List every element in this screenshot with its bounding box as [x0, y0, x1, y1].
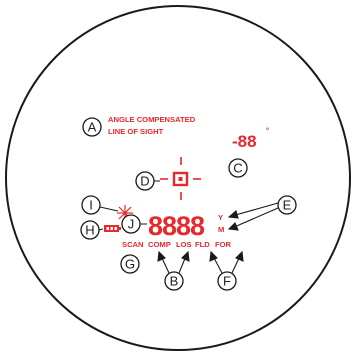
leader-arrows-f	[209, 250, 244, 274]
leader-arrows-e	[227, 202, 279, 231]
callout-letter-d: D	[140, 174, 149, 189]
viewfinder-circle	[5, 5, 351, 351]
leader-arrows-b	[157, 250, 190, 274]
callout-letter-h: H	[85, 223, 94, 238]
crosshair-reticle-icon	[160, 157, 201, 200]
callout-circle-b	[164, 271, 184, 291]
callout-circle-a	[82, 117, 102, 137]
callout-letter-c: C	[233, 161, 242, 176]
angle-readout-unit: °	[266, 126, 269, 135]
callout-letter-b: B	[170, 274, 179, 289]
callout-letter-i: I	[89, 198, 93, 213]
callout-letter-g: G	[125, 257, 135, 272]
mode-label-los: LOS	[176, 240, 192, 249]
angle-readout-value: -88	[232, 132, 257, 151]
callout-letter-a: A	[88, 120, 97, 135]
line-of-sight-label: LINE OF SIGHT	[108, 127, 164, 136]
callout-circle-i	[81, 195, 101, 215]
battery-icon	[104, 225, 121, 232]
callout-circle-e	[277, 195, 297, 215]
callout-letter-e: E	[283, 198, 292, 213]
unit-meters-label: M	[218, 225, 224, 234]
callout-circle-g	[120, 254, 140, 274]
leader-line-i	[99, 206, 119, 212]
callout-circle-c	[228, 158, 248, 178]
callout-circle-f	[217, 271, 237, 291]
mode-label-comp: COMP	[148, 240, 171, 249]
mode-label-for: FOR	[215, 240, 232, 249]
angle-compensated-label: ANGLE COMPENSATED	[108, 115, 196, 124]
mode-label-scan: SCAN	[122, 240, 144, 249]
unit-yards-label: Y	[218, 213, 223, 222]
callout-letter-j: J	[128, 217, 135, 232]
mode-label-fld: FLD	[195, 240, 210, 249]
leader-line-h	[98, 228, 104, 231]
callout-letter-f: F	[223, 274, 231, 289]
distance-readout-value: 8888	[148, 211, 205, 241]
